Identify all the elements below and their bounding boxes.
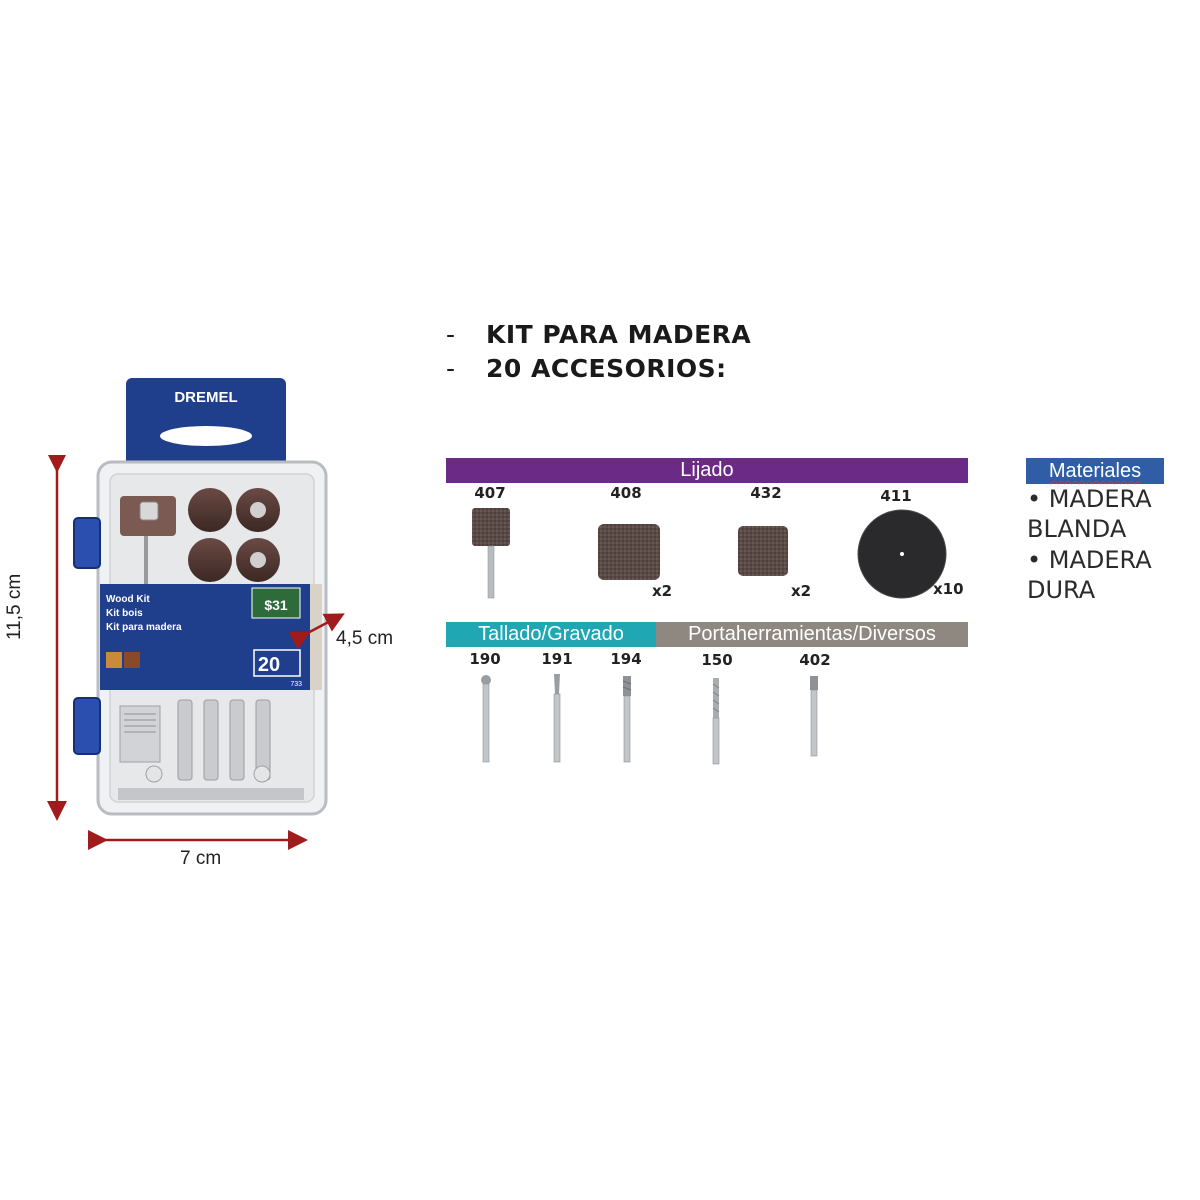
kit-title: KIT PARA MADERA [486,320,752,349]
hang-hole [160,426,252,446]
band-432 [738,526,788,576]
item-quantity: x10 [933,580,964,598]
depth-arrow [290,613,345,648]
item-code: 402 [799,651,831,669]
mandrel-402 [810,689,818,757]
bullet-dash: - [446,354,456,383]
svg-text:$31: $31 [264,597,288,613]
item-code: 411 [880,487,912,505]
category-porta: Portaherramientas/Diversos [656,622,968,647]
svg-text:Kit bois: Kit bois [106,608,143,619]
height-label: 11,5 cm [4,573,25,640]
material-item: DURA [1027,576,1096,604]
latch-bottom [73,697,101,755]
item-code: 190 [469,650,501,668]
item-code: 191 [541,650,573,668]
category-lijado: Lijado [446,458,968,483]
package-hanger [126,378,286,468]
sanding-accessories [472,508,947,599]
svg-text:20: 20 [258,654,280,676]
svg-text:Wood Kit: Wood Kit [106,594,150,605]
brand-logo: DREMEL [174,389,237,406]
item-code: 432 [750,484,782,502]
bit-194 [623,695,631,763]
svg-text:Kit para madera: Kit para madera [106,622,182,633]
width-label: 7 cm [180,848,222,869]
bullet-dash: - [446,320,456,349]
item-code: 194 [610,650,642,668]
item-code: 407 [474,484,506,502]
item-code: 150 [701,651,733,669]
bit-190 [482,683,490,763]
header-line-1: - KIT PARA MADERA [446,320,751,349]
product-package-image: DREMEL Wood Kit Kit bois Kit para madera… [73,378,328,816]
item-quantity: x2 [791,582,812,600]
dimension-arrows [47,455,308,850]
svg-text:733: 733 [290,681,302,688]
material-item: • MADERA [1027,485,1152,513]
band-408 [598,524,660,580]
header-line-2: - 20 ACCESORIOS: [446,354,727,383]
material-item: BLANDA [1027,515,1127,543]
bit-150 [712,717,720,765]
item-quantity: x2 [652,582,673,600]
material-item: • MADERA [1027,546,1152,574]
carving-bits [481,674,818,765]
depth-label: 4,5 cm [336,628,394,649]
category-tallado: Tallado/Gravado [446,622,656,647]
accessory-count: 20 ACCESORIOS: [486,354,727,383]
bit-191 [553,693,561,763]
latch-top [73,517,101,569]
drum-407 [472,508,510,546]
category-materiales: Materiales [1026,458,1164,484]
item-code: 408 [610,484,642,502]
